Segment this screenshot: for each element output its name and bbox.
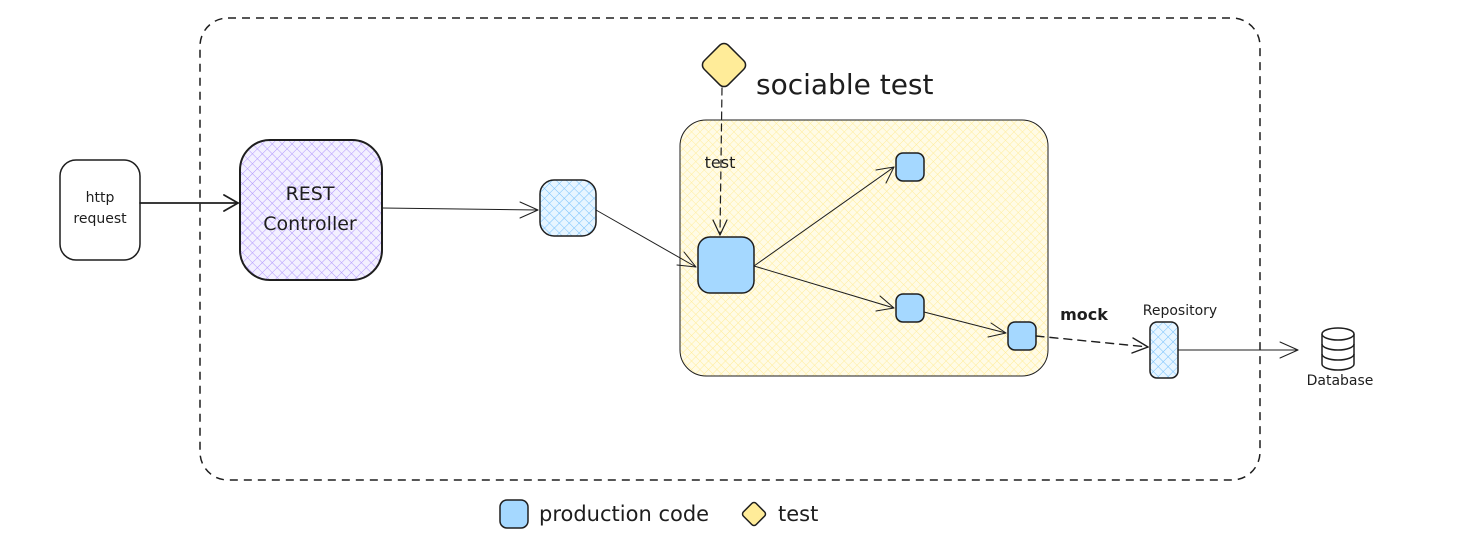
sociable-test-area (679, 119, 1049, 377)
test-edge-label: test (705, 153, 736, 172)
repository-node (1149, 321, 1179, 379)
unit-under-test-node (697, 236, 755, 294)
legend-production-code-label: production code (539, 502, 709, 526)
legend: production code test (499, 499, 818, 529)
collaborator-node-top (895, 152, 925, 182)
http-request-label-line2: request (73, 211, 127, 227)
system-boundary (199, 17, 1261, 481)
controller-label-line1: REST (286, 183, 335, 205)
collaborator-node-middle (895, 293, 925, 323)
mock-label: mock (1060, 305, 1108, 324)
service-node (539, 179, 597, 237)
database-label: Database (1307, 373, 1374, 389)
edge-unit-to-middle (753, 265, 895, 309)
sociable-test-title: sociable test (756, 68, 934, 101)
edge-mock-to-repository (1035, 335, 1149, 348)
edge-service-to-unit (595, 209, 697, 268)
legend-test-icon (741, 501, 767, 527)
edge-controller-to-service (381, 207, 539, 211)
database-icon (1321, 327, 1355, 371)
rest-controller-node: REST Controller (239, 139, 383, 281)
edge-middle-to-bottom (923, 311, 1007, 334)
legend-test-label: test (778, 502, 818, 526)
legend-production-code-icon (499, 499, 529, 529)
controller-label-line2: Controller (263, 213, 357, 235)
http-request-label-line1: http (86, 190, 115, 206)
edge-unit-to-top (753, 166, 895, 267)
repository-label: Repository (1143, 303, 1217, 319)
http-request-node: http request (59, 159, 141, 261)
collaborator-node-bottom (1007, 321, 1037, 351)
edge-test-to-unit (719, 87, 723, 236)
test-diamond-icon (701, 42, 747, 88)
